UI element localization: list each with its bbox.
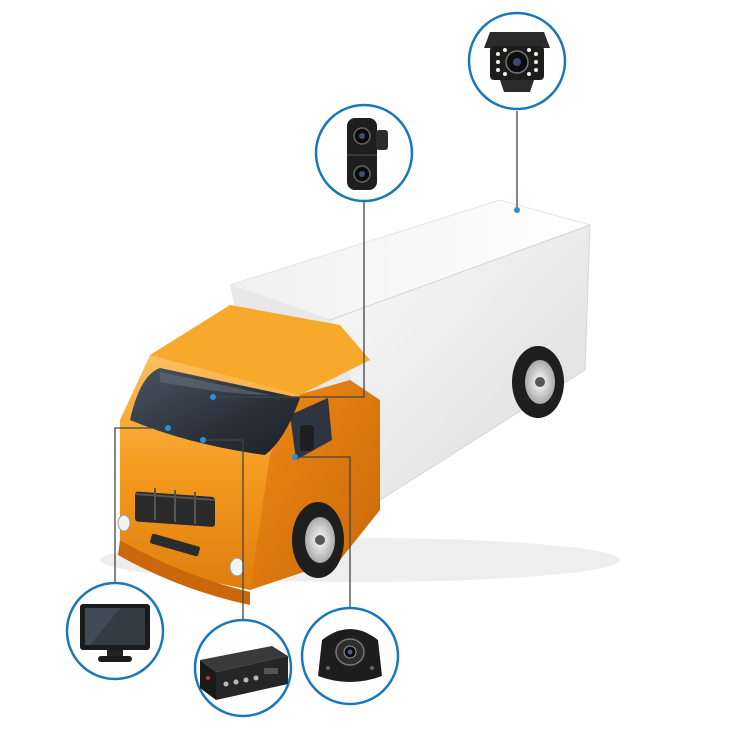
front-bumper bbox=[118, 540, 250, 605]
headlight-right bbox=[229, 557, 245, 577]
side-view-camera-icon bbox=[318, 629, 382, 682]
headlight-left bbox=[117, 514, 131, 532]
leader-monitor bbox=[114, 427, 168, 585]
bumper-vent bbox=[150, 533, 200, 557]
in-cab-monitor-icon bbox=[80, 604, 150, 662]
mount-dot-monitor bbox=[165, 425, 171, 431]
callout-dual-lens-camera[interactable] bbox=[314, 103, 414, 203]
side-mirror bbox=[300, 425, 314, 451]
leader-side-camera bbox=[295, 456, 351, 610]
mount-dot-dvr bbox=[200, 437, 206, 443]
mount-dot-rear bbox=[514, 207, 520, 213]
callout-rear-camera[interactable] bbox=[467, 11, 567, 111]
mount-points bbox=[165, 207, 520, 460]
leader-dvr bbox=[203, 439, 244, 620]
callout-side-camera[interactable] bbox=[300, 606, 400, 706]
front-wheel bbox=[292, 502, 344, 578]
rear-wheel bbox=[512, 346, 564, 418]
mobile-dvr-recorder-icon bbox=[200, 646, 288, 700]
windshield bbox=[130, 368, 300, 455]
rear-view-camera-icon bbox=[484, 32, 550, 92]
front-grille bbox=[134, 488, 216, 527]
dual-lens-dash-camera-icon bbox=[347, 118, 388, 190]
truck-illustration bbox=[100, 199, 620, 605]
leader-dual-lens-camera bbox=[213, 200, 365, 398]
windshield-reflection bbox=[160, 372, 270, 395]
mount-dot-windshield bbox=[210, 394, 216, 400]
mount-dot-side bbox=[292, 454, 298, 460]
callout-mobile-dvr[interactable] bbox=[193, 618, 293, 718]
leader-lines bbox=[114, 111, 518, 620]
callout-monitor[interactable] bbox=[65, 581, 165, 681]
